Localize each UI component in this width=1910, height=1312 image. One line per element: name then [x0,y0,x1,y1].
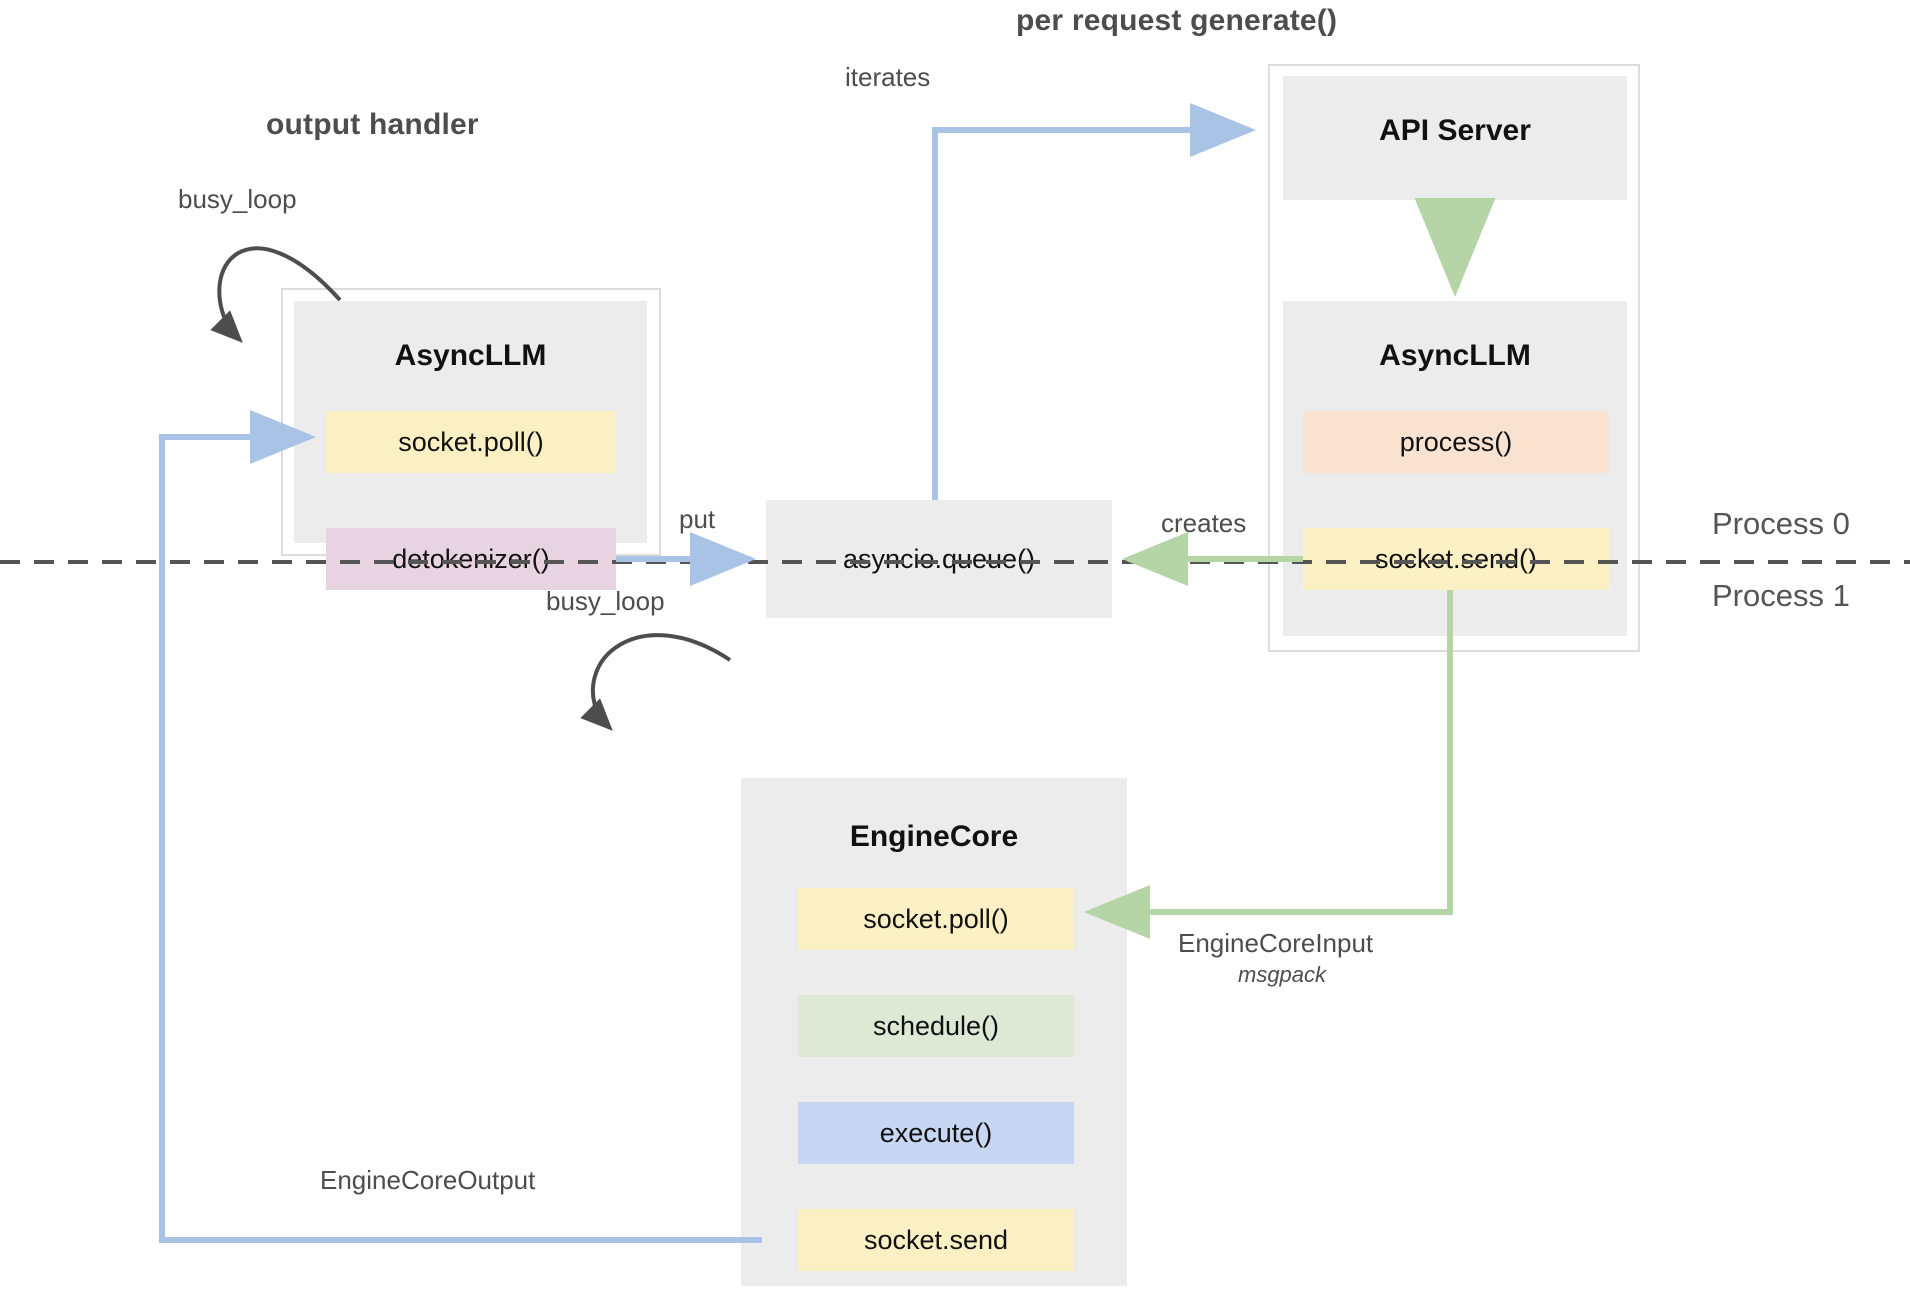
process-1-label: Process 1 [1712,578,1850,613]
edge-label-engine-core-output: EngineCoreOutput [320,1165,536,1195]
edge-label-put: put [679,504,716,534]
group-title-output-handler: output handler [266,108,479,141]
api-server-box: API Server [1283,76,1627,200]
engine-core-slot-socket-send[interactable]: socket.send [798,1209,1074,1271]
async-llm-left-slot-detokenizer[interactable]: detokenizer() [326,528,616,590]
edge-label-creates: creates [1161,508,1247,538]
async-llm-left-title: AsyncLLM [394,339,547,372]
edge-label-busy-loop-left: busy_loop [178,184,297,214]
async-llm-left-slot-socket-poll[interactable]: socket.poll() [326,411,616,473]
edge-label-busy-loop-engine: busy_loop [546,586,665,616]
engine-core-slot-schedule[interactable]: schedule() [798,995,1074,1057]
process-0-label: Process 0 [1712,506,1850,541]
engine-core-title: EngineCore [849,820,1019,853]
edge-label-engine-core-input: EngineCoreInput [1178,928,1374,958]
group-title-per-request-generate: per request generate() [1016,4,1338,37]
edge-label-engine-core-input-format: msgpack [1238,962,1327,987]
engine-core-slot-socket-poll[interactable]: socket.poll() [798,888,1074,950]
busy-loop-arrow-engine [580,633,732,731]
asyncio-queue-box[interactable]: asyncio.queue() [766,500,1112,618]
async-llm-right-title: AsyncLLM [1379,339,1531,372]
async-llm-right-slot-socket-send[interactable]: socket.send() [1303,528,1609,590]
engine-core-slot-execute[interactable]: execute() [798,1102,1074,1164]
edge-label-iterates: iterates [845,62,931,92]
iterates-arrow [932,103,1256,500]
async-llm-right-slot-process[interactable]: process() [1303,411,1609,473]
api-server-title: API Server [1379,114,1531,147]
